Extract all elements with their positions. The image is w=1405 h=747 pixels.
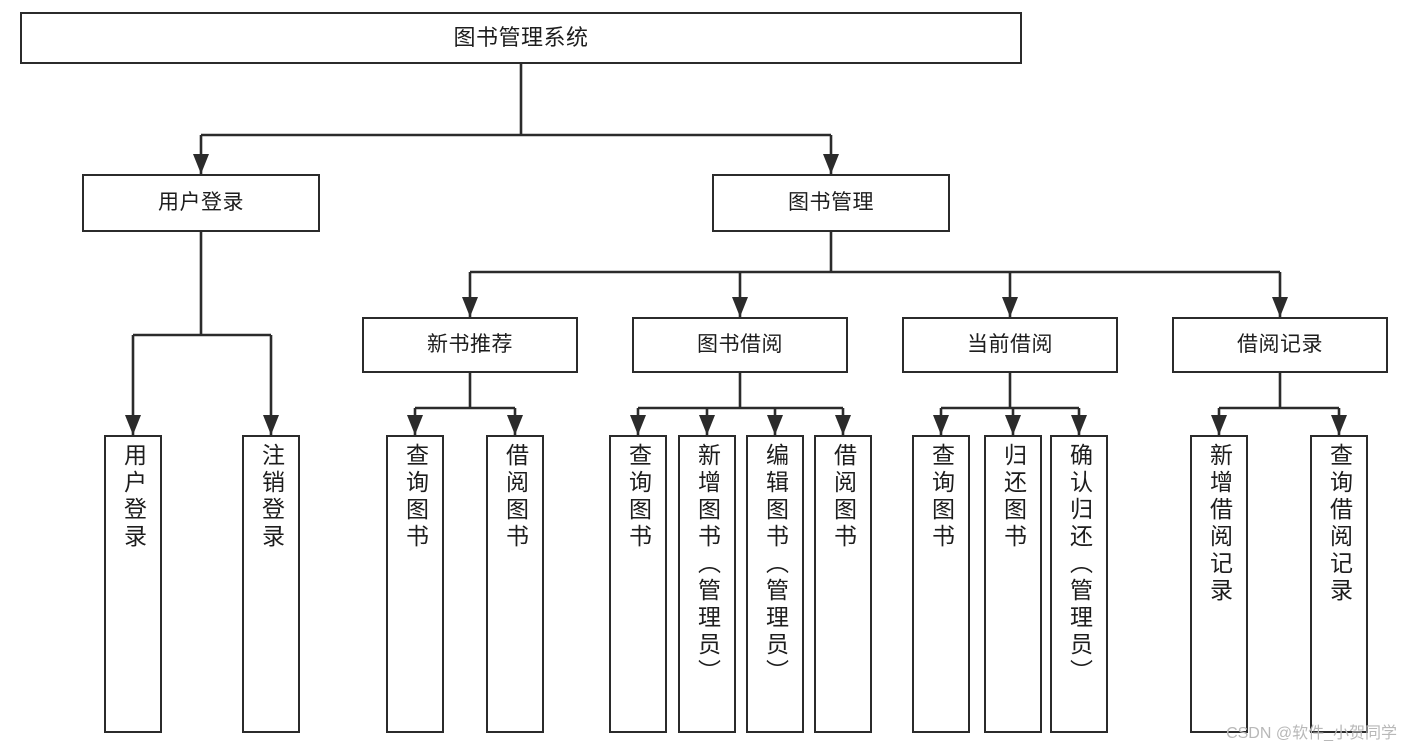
node-leaf-add-book[interactable]: 新增图书（管理员） (678, 435, 736, 733)
arrowhead-current-borrow-icon (1002, 297, 1018, 317)
node-leaf-edit-book[interactable]: 编辑图书（管理员） (746, 435, 804, 733)
node-label-leaf-query-book-1: 查询图书 (402, 443, 429, 551)
node-leaf-add-record[interactable]: 新增借阅记录 (1190, 435, 1248, 733)
node-label-book-manage: 图书管理 (788, 191, 874, 215)
node-leaf-query-book-2[interactable]: 查询图书 (609, 435, 667, 733)
node-new-book-rec[interactable]: 新书推荐 (362, 317, 578, 373)
node-label-root: 图书管理系统 (453, 24, 589, 50)
arrowhead-leaf-query-record-icon (1331, 415, 1347, 435)
arrowhead-leaf-query-book-1-icon (407, 415, 423, 435)
node-current-borrow[interactable]: 当前借阅 (902, 317, 1118, 373)
arrowhead-leaf-confirm-return-icon (1071, 415, 1087, 435)
node-book-borrow[interactable]: 图书借阅 (632, 317, 848, 373)
arrowhead-borrow-record-icon (1272, 297, 1288, 317)
node-label-book-borrow: 图书借阅 (697, 333, 783, 357)
arrowhead-leaf-borrow-book-2-icon (835, 415, 851, 435)
node-label-leaf-return-book: 归还图书 (1000, 443, 1027, 551)
arrowhead-leaf-add-record-icon (1211, 415, 1227, 435)
arrowhead-leaf-edit-book-icon (767, 415, 783, 435)
node-leaf-return-book[interactable]: 归还图书 (984, 435, 1042, 733)
arrowhead-leaf-borrow-book-1-icon (507, 415, 523, 435)
node-label-leaf-query-book-3: 查询图书 (928, 443, 955, 551)
node-label-new-book-rec: 新书推荐 (427, 333, 513, 357)
node-label-leaf-confirm-return: 确认归还（管理员） (1066, 443, 1093, 686)
node-root[interactable]: 图书管理系统 (20, 12, 1022, 64)
arrowhead-user-login-icon (193, 154, 209, 174)
arrowhead-book-borrow-icon (732, 297, 748, 317)
node-label-borrow-record: 借阅记录 (1237, 333, 1323, 357)
node-label-user-login: 用户登录 (158, 191, 244, 215)
node-borrow-record[interactable]: 借阅记录 (1172, 317, 1388, 373)
node-label-leaf-edit-book: 编辑图书（管理员） (762, 443, 789, 686)
arrowhead-leaf-add-book-icon (699, 415, 715, 435)
node-label-leaf-add-book: 新增图书（管理员） (694, 443, 721, 686)
node-label-leaf-add-record: 新增借阅记录 (1206, 443, 1233, 605)
node-label-current-borrow: 当前借阅 (967, 333, 1053, 357)
node-label-leaf-borrow-book-2: 借阅图书 (830, 443, 857, 551)
node-leaf-confirm-return[interactable]: 确认归还（管理员） (1050, 435, 1108, 733)
node-leaf-user-login[interactable]: 用户登录 (104, 435, 162, 733)
node-label-leaf-query-book-2: 查询图书 (625, 443, 652, 551)
node-label-leaf-borrow-book-1: 借阅图书 (502, 443, 529, 551)
node-leaf-query-book-3[interactable]: 查询图书 (912, 435, 970, 733)
arrowhead-leaf-query-book-2-icon (630, 415, 646, 435)
arrowhead-leaf-logout-icon (263, 415, 279, 435)
node-label-leaf-query-record: 查询借阅记录 (1326, 443, 1353, 605)
node-leaf-borrow-book-1[interactable]: 借阅图书 (486, 435, 544, 733)
node-label-leaf-user-login: 用户登录 (120, 443, 147, 551)
arrowhead-leaf-return-book-icon (1005, 415, 1021, 435)
watermark: CSDN @软件_小贺同学 (1226, 725, 1397, 742)
arrowhead-new-book-rec-icon (462, 297, 478, 317)
arrowhead-leaf-user-login-icon (125, 415, 141, 435)
node-user-login[interactable]: 用户登录 (82, 174, 320, 232)
arrowhead-leaf-query-book-3-icon (933, 415, 949, 435)
node-book-manage[interactable]: 图书管理 (712, 174, 950, 232)
arrowhead-book-manage-icon (823, 154, 839, 174)
node-leaf-query-book-1[interactable]: 查询图书 (386, 435, 444, 733)
node-leaf-logout[interactable]: 注销登录 (242, 435, 300, 733)
node-leaf-borrow-book-2[interactable]: 借阅图书 (814, 435, 872, 733)
node-leaf-query-record[interactable]: 查询借阅记录 (1310, 435, 1368, 733)
node-label-leaf-logout: 注销登录 (258, 443, 285, 551)
